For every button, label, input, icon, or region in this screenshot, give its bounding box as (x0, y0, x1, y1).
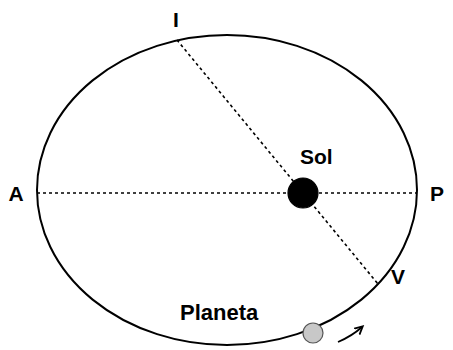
planet-node: Planeta (176, 296, 326, 346)
point-label: A (8, 183, 23, 204)
point-label: I (173, 9, 179, 30)
body-circle-shape (303, 323, 323, 343)
point-label: P (430, 183, 444, 204)
body-label: Planeta (180, 302, 258, 324)
body-label: Sol (300, 146, 333, 167)
major-axis-line (37, 192, 417, 194)
motion-arrow (338, 327, 362, 342)
point-label: V (391, 266, 405, 287)
body-circle-shape (288, 178, 318, 208)
focal-chord-line (177, 40, 378, 284)
sun-node: Sol (284, 140, 354, 212)
orbit-ellipse (37, 35, 417, 345)
